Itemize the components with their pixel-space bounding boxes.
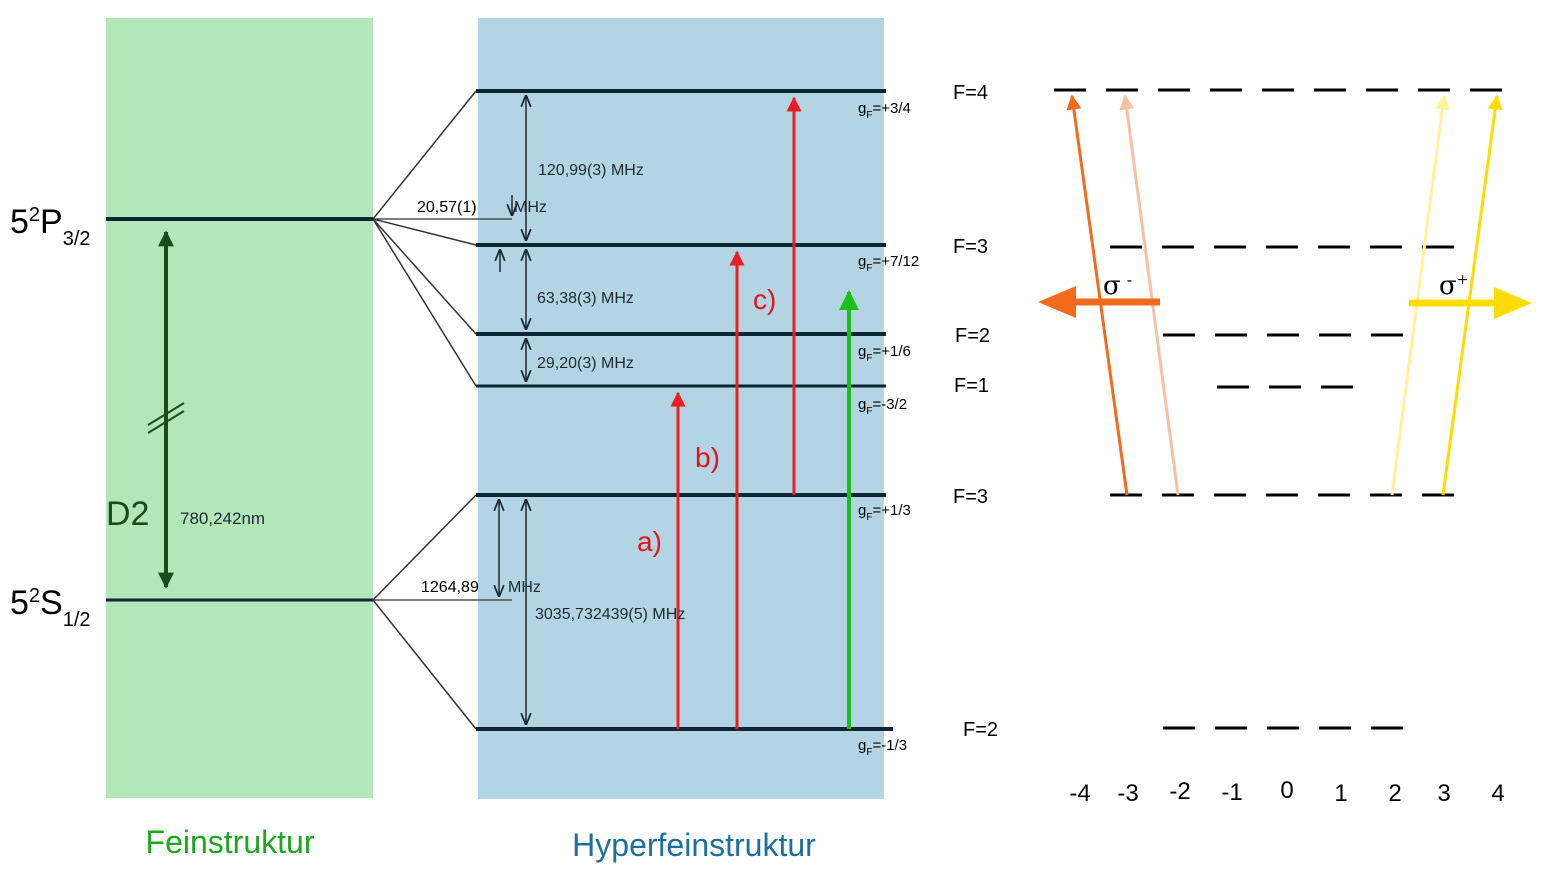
- p-offset-label: 20,57(1): [417, 199, 477, 216]
- hyperfine-levels: [476, 89, 893, 731]
- fine-structure-title: Feinstruktur: [146, 824, 315, 860]
- sigma-minus-label: σ-: [1103, 270, 1132, 301]
- splitting-fan-lines: [372, 90, 477, 730]
- g-factor-s-f2: gF=-1/3: [858, 737, 907, 758]
- f-label-p-f1: F=1: [954, 375, 989, 397]
- mf-label: -4: [1069, 780, 1090, 807]
- mf-label: -1: [1221, 779, 1242, 806]
- transition-label-c: c): [753, 284, 776, 315]
- hyperfine-structure-title: Hyperfeinstruktur: [572, 827, 816, 863]
- sigma-plus-label: σ+: [1439, 271, 1468, 301]
- s-offset-unit: MHz: [508, 579, 541, 596]
- g-factor-p-f3: gF=+7/12: [858, 253, 919, 274]
- f4-f3-splitting-label: 120,99(3) MHz: [538, 162, 644, 179]
- mf-label: -2: [1169, 778, 1190, 805]
- sigma-minus-arrow: [1038, 286, 1160, 318]
- wavelength-label: 780,242nm: [180, 509, 265, 528]
- hyperfine-structure-panel: [478, 18, 884, 799]
- fine-structure-panel: [106, 18, 373, 798]
- zeeman-sublevels: [1054, 88, 1518, 730]
- s-offset-label: 1264,89: [421, 579, 479, 596]
- f3-f2-splitting-label: 63,38(3) MHz: [537, 290, 634, 307]
- ground-splitting-label: 3035,732439(5) MHz: [535, 606, 685, 623]
- g-factor-p-f2: gF=+1/6: [858, 343, 911, 364]
- f-label-p-f3: F=3: [953, 236, 988, 258]
- mf-axis-labels: -4 -3 -2 -1 0 1 2 3 4: [1069, 777, 1504, 807]
- f-label-s-f2: F=2: [963, 719, 998, 741]
- g-factor-p-f1: gF=-3/2: [858, 396, 907, 417]
- sigma-plus-arrow: [1409, 287, 1532, 319]
- sigma-plus-transition-arrow: [1441, 94, 1503, 496]
- transition-label-a: a): [637, 526, 662, 557]
- mf-label: -3: [1117, 780, 1138, 807]
- g-factor-labels: gF=+3/4 gF=+7/12 gF=+1/6 gF=-3/2 gF=+1/3…: [858, 100, 919, 758]
- sigma-minus-transition-arrow: [1066, 94, 1129, 496]
- f-label-s-f3: F=3: [953, 486, 988, 508]
- f-label-p-f2: F=2: [955, 325, 990, 347]
- f2-f1-splitting-label: 29,20(3) MHz: [537, 355, 634, 372]
- s12-label: 52S1/2: [10, 584, 91, 631]
- transition-label-b: b): [695, 442, 720, 473]
- sigma-minus-transition-arrow-light: [1119, 94, 1180, 496]
- mf-label: 0: [1280, 777, 1293, 804]
- splitting-arrows: [499, 96, 526, 724]
- g-factor-s-f3: gF=+1/3: [858, 502, 911, 523]
- mf-label: 3: [1437, 780, 1450, 807]
- f-label-p-f4: F=4: [953, 82, 988, 104]
- mf-label: 1: [1334, 780, 1347, 807]
- p-offset-unit: MHz: [514, 199, 547, 216]
- d2-label: D2: [106, 495, 149, 533]
- g-factor-p-f4: gF=+3/4: [858, 100, 911, 121]
- axis-break-mark-1: [147, 402, 185, 426]
- mf-label: 2: [1388, 780, 1401, 807]
- mf-label: 4: [1491, 780, 1504, 807]
- sigma-plus-transition-arrow-light: [1390, 94, 1450, 496]
- axis-break-mark-2: [147, 410, 185, 434]
- p32-label: 52P3/2: [10, 203, 91, 250]
